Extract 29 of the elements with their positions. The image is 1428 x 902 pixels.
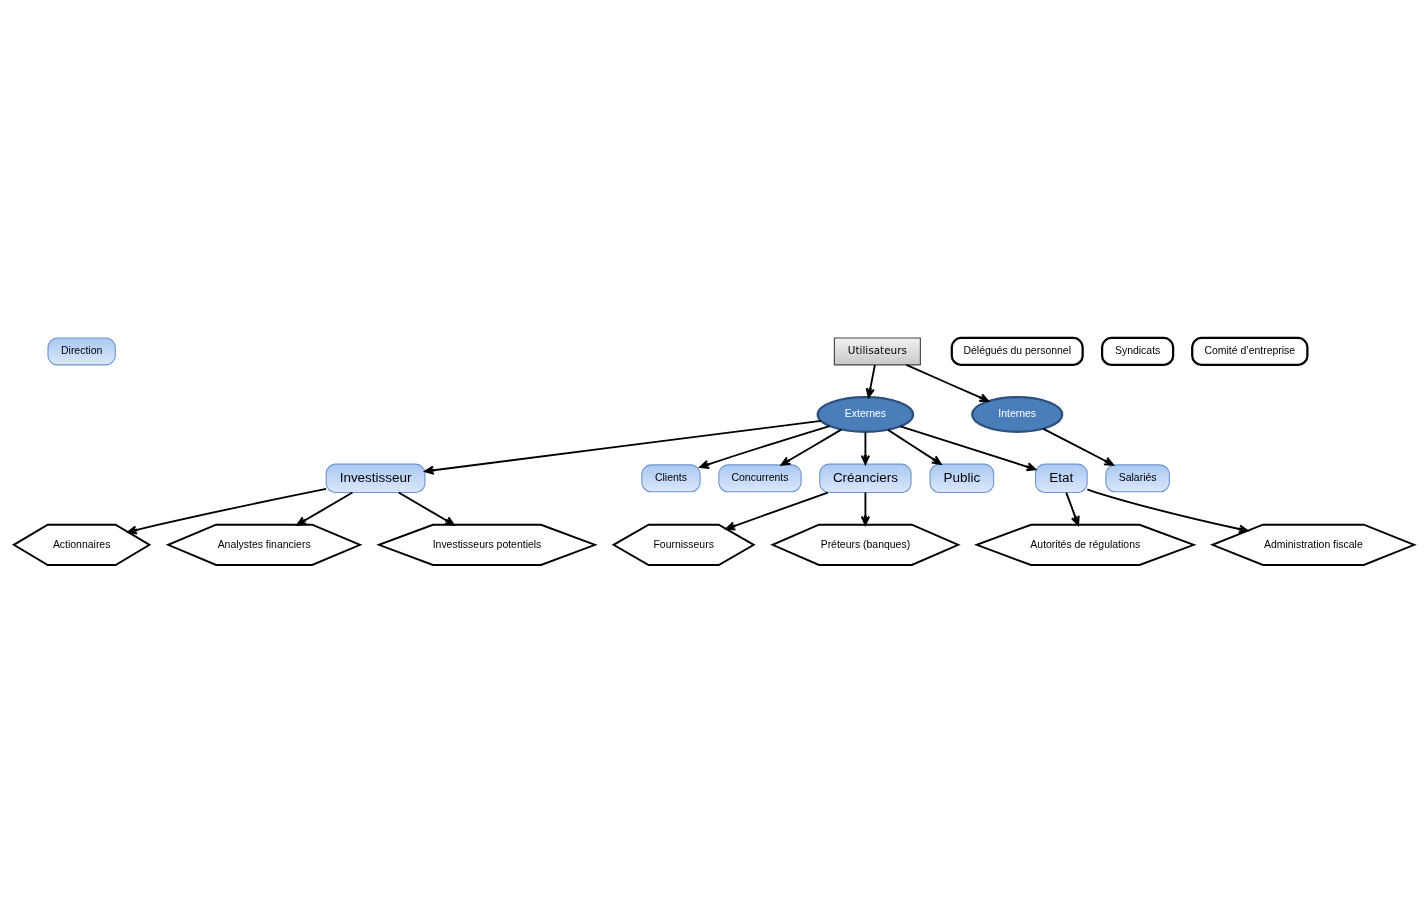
arrow [865,363,876,398]
arrow [1086,488,1249,534]
node-box: Délégués du personnel [950,336,1084,366]
arrow [699,424,831,469]
node-box: Direction [47,336,116,365]
node-ellipse: Internes [971,395,1064,433]
arrow [725,491,829,530]
arrow [397,491,455,526]
node-box: Concurrents [718,463,802,492]
node-box: Comité d’entreprise [1191,336,1309,366]
node-box: Clients [641,463,701,492]
arrow [1042,427,1114,466]
arrow [887,428,942,465]
arrow [424,419,822,475]
arrow [860,430,871,465]
arrow [905,363,990,402]
node-ellipse: Externes [816,395,915,433]
arrow [860,491,871,526]
node-box: Utilisateurs [833,336,921,365]
arrow [899,425,1037,471]
node-box: Salariés [1105,463,1170,492]
arrow [127,487,328,535]
node-box: Etat [1035,463,1088,493]
arrow [296,491,354,526]
node-box: Créanciers [819,463,912,493]
arrow [780,428,843,466]
node-box: Public [929,463,995,493]
node-box: Investisseur [325,463,426,493]
node-box: Syndicats [1101,336,1175,366]
